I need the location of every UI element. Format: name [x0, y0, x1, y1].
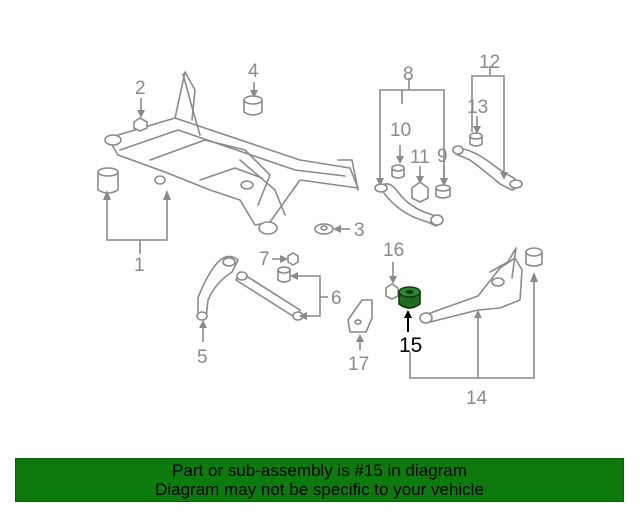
- callout-9: 9: [437, 146, 448, 167]
- callout-10: 10: [390, 120, 411, 141]
- callout-5: 5: [197, 347, 208, 368]
- callout-17: 17: [348, 354, 369, 375]
- part-3-washer: 3: [314, 220, 365, 241]
- part-8-upper-arm: 8: [374, 64, 448, 227]
- callout-3: 3: [354, 220, 365, 241]
- callout-6: 6: [331, 288, 342, 309]
- rear-subframe: [104, 71, 359, 235]
- callout-7: 7: [259, 249, 270, 270]
- callout-16: 16: [383, 240, 404, 261]
- part-7-nut: 7: [259, 249, 299, 270]
- callout-8: 8: [403, 64, 414, 85]
- callout-4: 4: [248, 61, 259, 82]
- callout-14: 14: [466, 388, 488, 409]
- part-11-bolt: 11: [410, 147, 430, 203]
- callout-15: 15: [399, 334, 422, 357]
- part-13-bushing: 13: [467, 97, 488, 147]
- part-9-bushing: 9: [435, 146, 451, 199]
- part-15-bushing: 15: [398, 286, 422, 357]
- parts-diagram: 1 2 4 3 5: [97, 52, 543, 409]
- part-16-nut: 16: [383, 240, 404, 300]
- callout-2: 2: [135, 78, 146, 99]
- part-2-nut: 2: [133, 78, 148, 132]
- part-17-bracket: 17: [347, 299, 373, 375]
- callout-12: 12: [479, 52, 500, 73]
- callout-1: 1: [134, 255, 145, 276]
- banner-line-part: Part or sub-assembly is #15 in diagram: [172, 461, 467, 480]
- part-14-knuckle: 14: [409, 247, 543, 409]
- part-5-link: 5: [196, 255, 239, 368]
- info-banner: Part or sub-assembly is #15 in diagram D…: [15, 458, 624, 502]
- part-12-arm: 12: [452, 52, 523, 191]
- part-4-bushing: 4: [243, 61, 263, 116]
- callout-11: 11: [410, 147, 430, 168]
- part-1-bushing: 1: [97, 167, 171, 276]
- part-10-bushing: 10: [390, 120, 411, 179]
- banner-line-disclaimer: Diagram may not be specific to your vehi…: [155, 480, 484, 499]
- part-6-lateral-link: 6: [235, 266, 342, 321]
- callout-13: 13: [467, 97, 488, 118]
